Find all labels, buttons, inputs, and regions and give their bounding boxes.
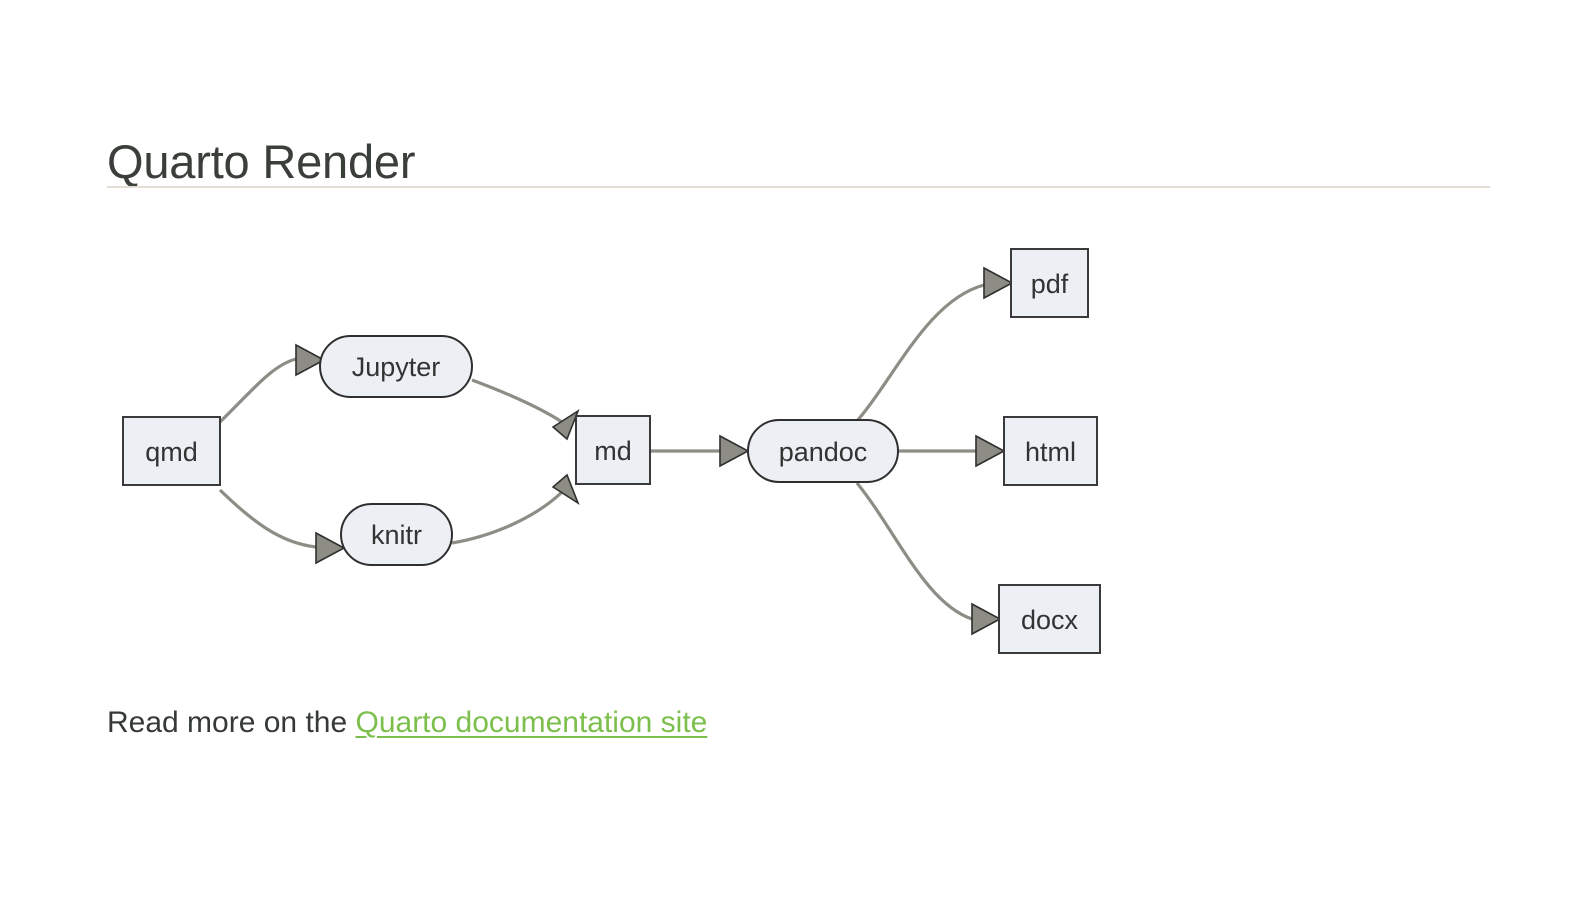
page-title: Quarto Render [107,135,416,189]
diagram-node-knitr[interactable]: knitr [340,503,453,566]
diagram-node-docx[interactable]: docx [998,584,1101,654]
diagram-node-qmd[interactable]: qmd [122,416,221,486]
edge-pandoc-to-docx [855,481,1002,636]
title-divider [107,186,1490,188]
diagram-node-pandoc-label: pandoc [779,437,868,467]
diagram-node-jupyter-label: Jupyter [352,352,441,382]
edge-md-to-pandoc [650,434,750,468]
diagram-node-docx-label: docx [1021,605,1079,635]
diagram-node-md-label: md [594,436,632,466]
edge-knitr-to-md [451,473,580,545]
diagram-node-md[interactable]: md [575,415,651,485]
read-more-lead-text: Read more on the [107,706,356,739]
edge-pandoc-to-pdf [855,266,1014,423]
read-more-paragraph: Read more on the Quarto documentation si… [107,702,707,744]
edge-jupyter-to-md [471,378,580,441]
diagram-node-pdf[interactable]: pdf [1010,248,1089,318]
diagram-node-pandoc[interactable]: pandoc [747,419,899,483]
edge-qmd-to-knitr [218,488,346,565]
diagram-node-jupyter[interactable]: Jupyter [319,335,473,398]
diagram-node-pdf-label: pdf [1031,269,1069,299]
diagram-node-html[interactable]: html [1003,416,1098,486]
diagram-node-knitr-label: knitr [371,520,422,550]
quarto-render-flow-diagram: qmd Jupyter knitr md pandoc [0,225,1570,665]
diagram-node-html-label: html [1025,437,1076,467]
edge-pandoc-to-html [898,434,1006,468]
diagram-node-qmd-label: qmd [145,437,198,467]
quarto-documentation-link[interactable]: Quarto documentation site [355,706,708,739]
edge-qmd-to-jupyter [218,343,326,424]
